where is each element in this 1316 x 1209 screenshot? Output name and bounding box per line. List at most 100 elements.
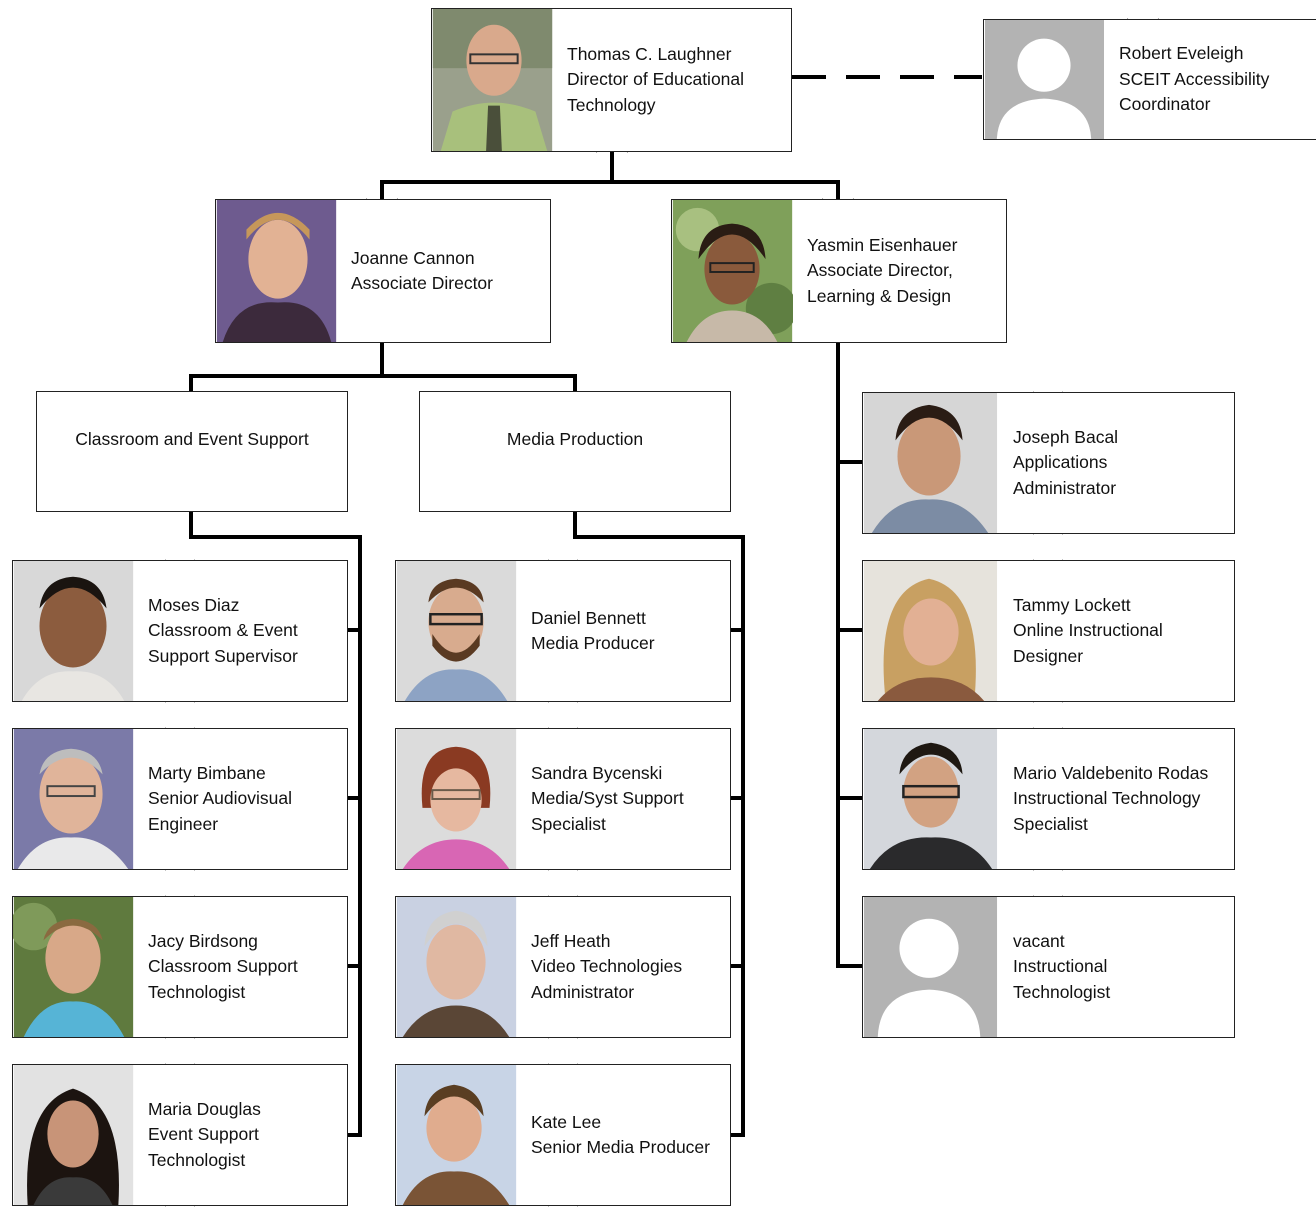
assoc-left-photo bbox=[216, 200, 337, 342]
assoc-right-title: Associate Director, bbox=[807, 260, 953, 281]
assoc-right-title-cont: Learning & Design bbox=[807, 285, 951, 306]
assoc-left-text: Joanne Cannon Associate Director bbox=[351, 200, 546, 342]
staff-title: Senior Audiovisual bbox=[148, 788, 292, 809]
assoc-right-photo bbox=[672, 200, 793, 342]
staff-photo bbox=[863, 561, 998, 701]
dept-classroom-event-support: Classroom and Event Support bbox=[36, 391, 348, 512]
staff-text: vacant Instructional Technologist bbox=[1013, 897, 1230, 1037]
accessibility-card: Robert Eveleigh SCEIT Accessibility Coor… bbox=[983, 19, 1316, 140]
staff-text: Moses Diaz Classroom & Event Support Sup… bbox=[148, 561, 343, 701]
staff-name: Jeff Heath bbox=[531, 930, 611, 951]
staff-title: Event Support bbox=[148, 1124, 259, 1145]
staff-text: Maria Douglas Event Support Technologist bbox=[148, 1065, 343, 1205]
staff-card: Daniel Bennett Media Producer bbox=[395, 560, 731, 702]
staff-name: Mario Valdebenito Rodas bbox=[1013, 762, 1209, 783]
staff-card: Kate Lee Senior Media Producer bbox=[395, 1064, 731, 1206]
accessibility-name: Robert Eveleigh bbox=[1119, 43, 1244, 64]
staff-card: Mario Valdebenito Rodas Instructional Te… bbox=[862, 728, 1235, 870]
staff-text: Mario Valdebenito Rodas Instructional Te… bbox=[1013, 729, 1230, 869]
staff-title: Classroom Support bbox=[148, 956, 298, 977]
staff-photo bbox=[396, 561, 517, 701]
staff-title-cont: Support Supervisor bbox=[148, 645, 298, 666]
staff-name: Kate Lee bbox=[531, 1111, 602, 1132]
director-card: Thomas C. Laughner Director of Education… bbox=[431, 8, 792, 152]
staff-name: Daniel Bennett bbox=[531, 607, 646, 628]
staff-text: Jeff Heath Video Technologies Administra… bbox=[531, 897, 726, 1037]
staff-photo bbox=[13, 1065, 134, 1205]
staff-photo bbox=[396, 729, 517, 869]
staff-card: Tammy Lockett Online Instructional Desig… bbox=[862, 560, 1235, 702]
staff-title: Media Producer bbox=[531, 633, 655, 653]
staff-photo bbox=[13, 897, 134, 1037]
staff-title: Applications bbox=[1013, 452, 1108, 473]
staff-name: Tammy Lockett bbox=[1013, 594, 1131, 615]
staff-title: Video Technologies bbox=[531, 956, 683, 977]
link-classroom-staff bbox=[189, 510, 362, 1137]
assoc-left-title: Associate Director bbox=[351, 273, 493, 293]
staff-title: Classroom & Event bbox=[148, 620, 298, 641]
link-media-staff bbox=[573, 510, 745, 1137]
staff-name: Jacy Birdsong bbox=[148, 930, 258, 951]
accessibility-title-cont: Coordinator bbox=[1119, 94, 1211, 115]
staff-name: Sandra Bycenski bbox=[531, 762, 663, 783]
staff-title-cont: Administrator bbox=[1013, 477, 1117, 498]
staff-title-cont: Technologist bbox=[1013, 981, 1111, 1002]
link-learning-staff bbox=[836, 341, 864, 968]
staff-card: Jeff Heath Video Technologies Administra… bbox=[395, 896, 731, 1038]
staff-card: Maria Douglas Event Support Technologist bbox=[12, 1064, 348, 1206]
staff-text: Daniel Bennett Media Producer bbox=[531, 561, 726, 701]
assoc-director-right-card: Yasmin Eisenhauer Associate Director, Le… bbox=[671, 199, 1007, 343]
staff-card: vacant Instructional Technologist bbox=[862, 896, 1235, 1038]
director-photo bbox=[432, 9, 553, 151]
accessibility-text: Robert Eveleigh SCEIT Accessibility Coor… bbox=[1119, 20, 1316, 139]
assoc-right-name: Yasmin Eisenhauer bbox=[807, 234, 958, 255]
staff-title-cont: Engineer bbox=[148, 813, 219, 834]
staff-title: Instructional Technology bbox=[1013, 788, 1201, 809]
staff-title: Senior Media Producer bbox=[531, 1137, 710, 1157]
director-title: Director of Educational bbox=[567, 69, 745, 90]
director-text: Thomas C. Laughner Director of Education… bbox=[567, 9, 787, 151]
accessibility-title: SCEIT Accessibility bbox=[1119, 68, 1270, 89]
staff-name: Moses Diaz bbox=[148, 594, 240, 615]
staff-title-cont: Technologist bbox=[148, 1149, 246, 1170]
staff-text: Jacy Birdsong Classroom Support Technolo… bbox=[148, 897, 343, 1037]
staff-photo bbox=[396, 897, 517, 1037]
staff-text: Sandra Bycenski Media/Syst Support Speci… bbox=[531, 729, 726, 869]
staff-name: Joseph Bacal bbox=[1013, 426, 1119, 447]
accessibility-photo-placeholder bbox=[984, 20, 1105, 139]
staff-text: Marty Bimbane Senior Audiovisual Enginee… bbox=[148, 729, 343, 869]
staff-photo-placeholder bbox=[863, 897, 998, 1037]
staff-photo bbox=[13, 561, 134, 701]
staff-card: Marty Bimbane Senior Audiovisual Enginee… bbox=[12, 728, 348, 870]
staff-card: Joseph Bacal Applications Administrator bbox=[862, 392, 1235, 534]
link-director-assoc bbox=[380, 150, 840, 200]
staff-text: Joseph Bacal Applications Administrator bbox=[1013, 393, 1230, 533]
director-title-cont: Technology bbox=[567, 94, 656, 115]
staff-title-cont: Specialist bbox=[1013, 813, 1088, 834]
staff-text: Tammy Lockett Online Instructional Desig… bbox=[1013, 561, 1230, 701]
staff-title-cont: Designer bbox=[1013, 645, 1084, 666]
staff-title: Media/Syst Support bbox=[531, 788, 684, 809]
staff-title-cont: Technologist bbox=[148, 981, 246, 1002]
dept-classroom-label: Classroom and Event Support bbox=[75, 429, 309, 449]
staff-name: Maria Douglas bbox=[148, 1098, 261, 1119]
staff-name: Marty Bimbane bbox=[148, 762, 266, 783]
staff-card: Moses Diaz Classroom & Event Support Sup… bbox=[12, 560, 348, 702]
assoc-left-name: Joanne Cannon bbox=[351, 247, 475, 268]
staff-photo bbox=[863, 729, 998, 869]
staff-text: Kate Lee Senior Media Producer bbox=[531, 1065, 726, 1205]
staff-card: Sandra Bycenski Media/Syst Support Speci… bbox=[395, 728, 731, 870]
director-name: Thomas C. Laughner bbox=[567, 43, 732, 64]
staff-photo bbox=[863, 393, 998, 533]
staff-title: Instructional bbox=[1013, 956, 1108, 977]
dept-media-production: Media Production bbox=[419, 391, 731, 512]
staff-card: Jacy Birdsong Classroom Support Technolo… bbox=[12, 896, 348, 1038]
staff-title-cont: Specialist bbox=[531, 813, 606, 834]
staff-photo bbox=[396, 1065, 517, 1205]
assoc-director-left-card: Joanne Cannon Associate Director bbox=[215, 199, 551, 343]
assoc-right-text: Yasmin Eisenhauer Associate Director, Le… bbox=[807, 200, 1002, 342]
dept-media-label: Media Production bbox=[506, 429, 644, 449]
staff-name: vacant bbox=[1013, 930, 1065, 951]
staff-photo bbox=[13, 729, 134, 869]
staff-title: Online Instructional bbox=[1013, 620, 1163, 641]
